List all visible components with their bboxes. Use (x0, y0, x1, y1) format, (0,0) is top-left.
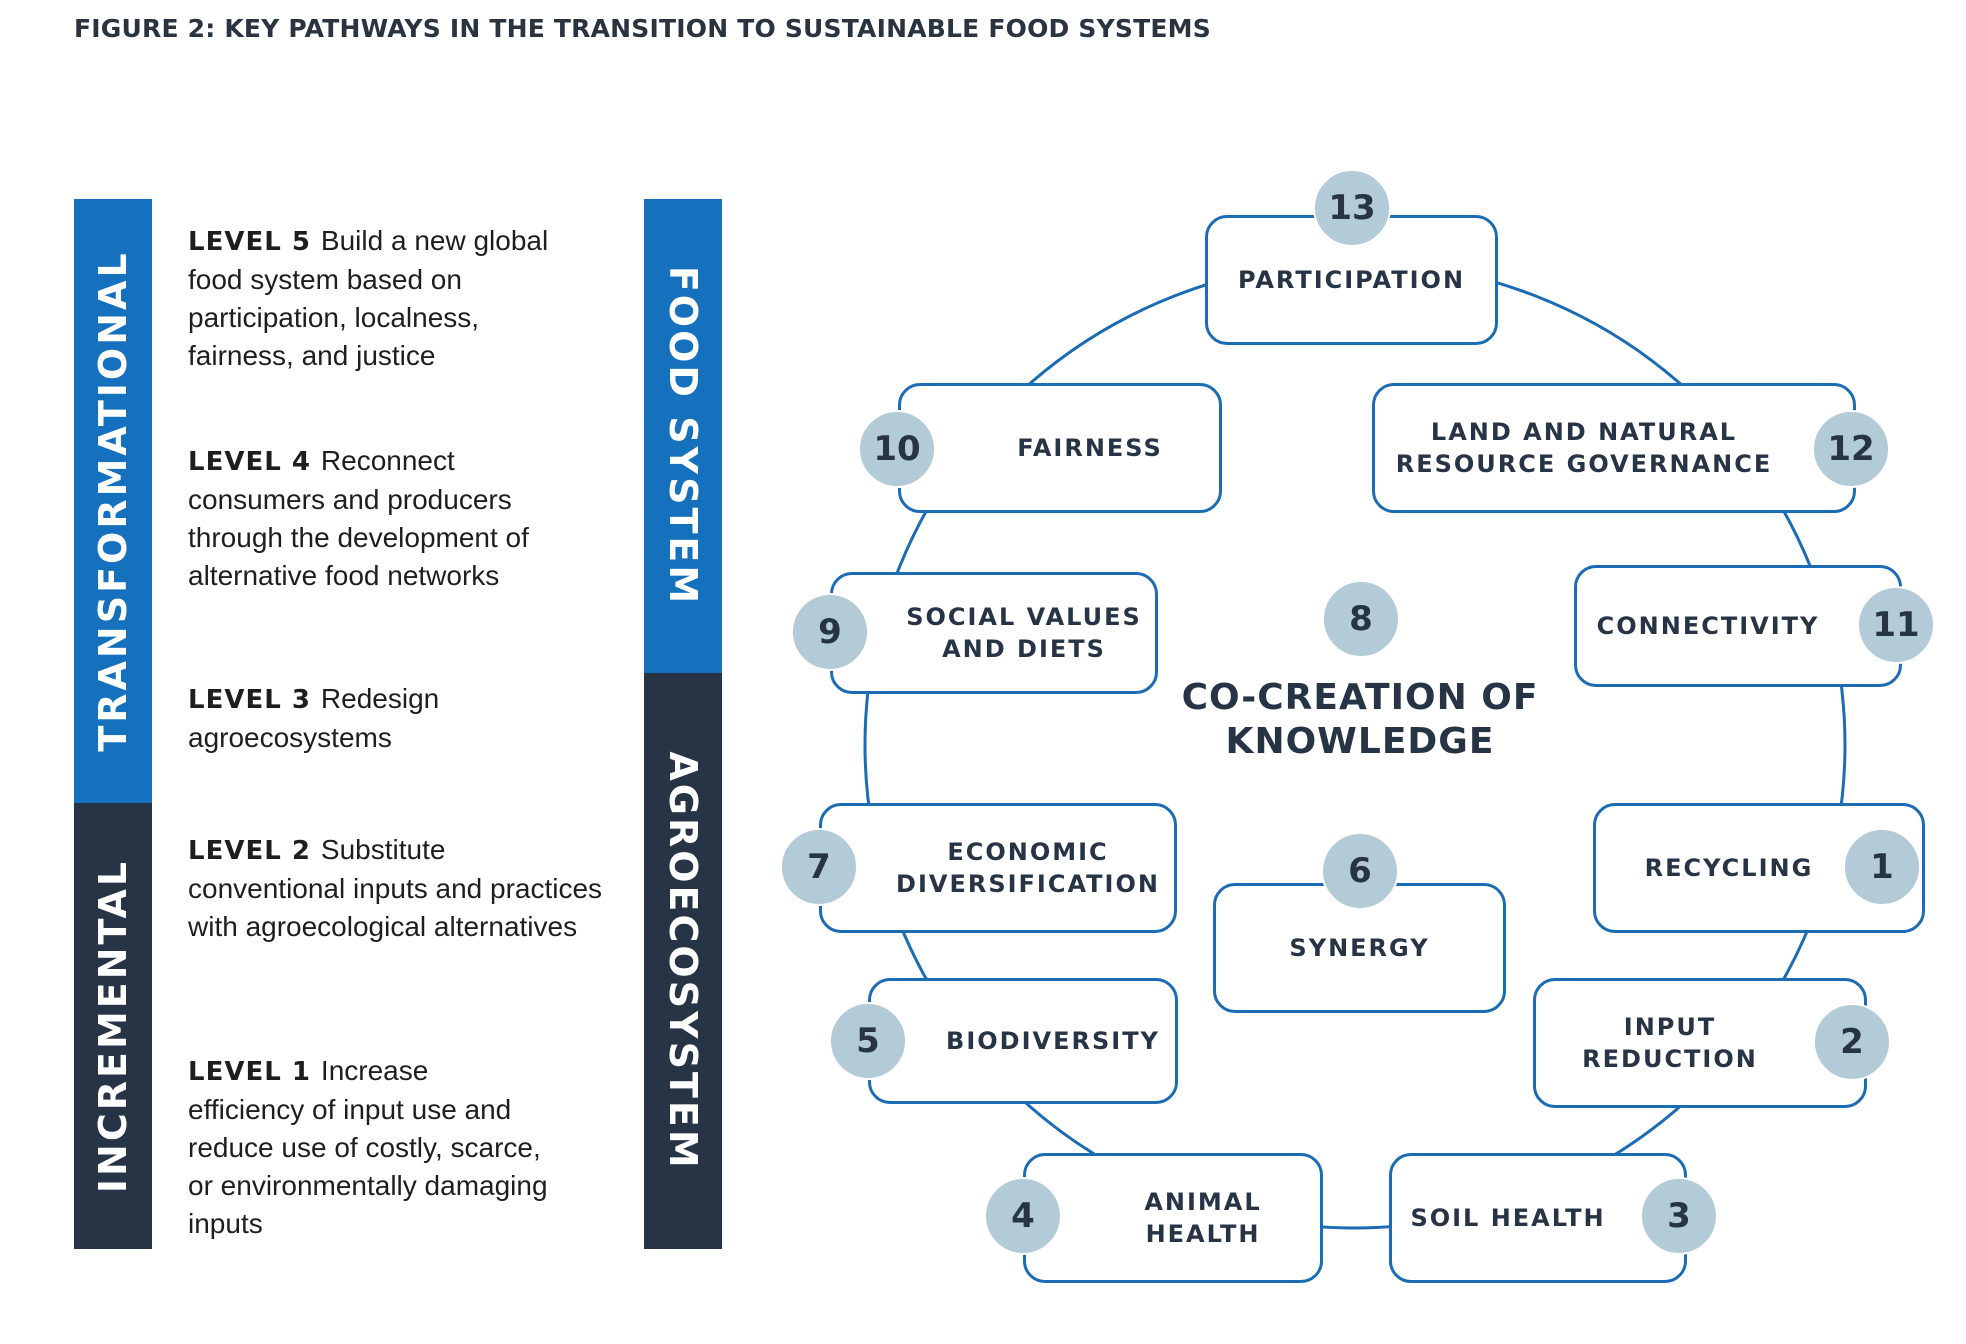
number-6-badge: 6 (1321, 832, 1399, 910)
transformational-bar: TRANSFORMATIONAL (74, 199, 152, 803)
figure-title: FIGURE 2: KEY PATHWAYS IN THE TRANSITION… (74, 14, 1211, 43)
number-12-badge: 12 (1812, 410, 1890, 488)
number-11-badge: 11 (1857, 586, 1935, 664)
level-1-key: LEVEL 1 (188, 1057, 311, 1087)
number-2-badge: 2 (1813, 1003, 1891, 1081)
number-1-badge: 1 (1843, 828, 1921, 906)
fairness-label: FAIRNESS (1017, 434, 1163, 462)
number-3-badge: 3 (1640, 1177, 1718, 1255)
number-7-badge: 7 (780, 828, 858, 906)
economic-diversification-label: ECONOMIC DIVERSIFICATION (896, 838, 1160, 898)
agroecosystem-bar: AGROECOSYSTEM (644, 673, 722, 1249)
level-1-text: Increase efficiency of input use and red… (188, 1055, 548, 1239)
animal-health-box: ANIMAL HEALTH (1023, 1153, 1323, 1283)
level-3-key: LEVEL 3 (188, 685, 311, 715)
level-2-key: LEVEL 2 (188, 836, 311, 866)
incremental-bar: INCREMENTAL (74, 803, 152, 1249)
synergy-label: SYNERGY (1289, 934, 1430, 962)
number-10-badge: 10 (858, 410, 936, 488)
animal-health-label: ANIMAL HEALTH (1144, 1188, 1262, 1248)
number-4-badge: 4 (984, 1177, 1062, 1255)
input-reduction-box: INPUT REDUCTION (1533, 978, 1867, 1108)
synergy-box: SYNERGY (1213, 883, 1506, 1013)
economic-diversification-box: ECONOMIC DIVERSIFICATION (819, 803, 1177, 933)
land-governance-box: LAND AND NATURAL RESOURCE GOVERNANCE (1372, 383, 1856, 513)
level-5-key: LEVEL 5 (188, 227, 311, 257)
biodiversity-label: BIODIVERSITY (946, 1027, 1160, 1055)
number-5-badge: 5 (829, 1002, 907, 1080)
number-9-badge: 9 (791, 593, 869, 671)
level-4-key: LEVEL 4 (188, 447, 311, 477)
fairness-box: FAIRNESS (898, 383, 1222, 513)
number-8-badge: 8 (1322, 580, 1400, 658)
level-4-text: Reconnect consumers and producers throug… (188, 445, 529, 591)
level-2-text: Substitute conventional inputs and pract… (188, 834, 603, 942)
number-13-badge: 13 (1313, 169, 1391, 247)
co-creation-title: CO-CREATION OF KNOWLEDGE (1181, 677, 1539, 762)
biodiversity-box: BIODIVERSITY (868, 978, 1178, 1104)
connectivity-box: CONNECTIVITY (1574, 565, 1902, 687)
land-governance-label: LAND AND NATURAL RESOURCE GOVERNANCE (1395, 418, 1773, 478)
food-system-bar: FOOD SYSTEM (644, 199, 722, 673)
recycling-label: RECYCLING (1644, 854, 1814, 882)
soil-health-label: SOIL HEALTH (1410, 1204, 1606, 1232)
level-3-text: Redesign agroecosystems (188, 683, 440, 753)
soil-health-box: SOIL HEALTH (1389, 1153, 1687, 1283)
participation-label: PARTICIPATION (1237, 266, 1466, 294)
level-5-text: Build a new global food system based on … (188, 225, 549, 371)
input-reduction-label: INPUT REDUCTION (1582, 1013, 1758, 1073)
social-values-label: SOCIAL VALUES AND DIETS (906, 603, 1142, 663)
social-values-box: SOCIAL VALUES AND DIETS (830, 572, 1158, 694)
connectivity-label: CONNECTIVITY (1596, 612, 1820, 640)
